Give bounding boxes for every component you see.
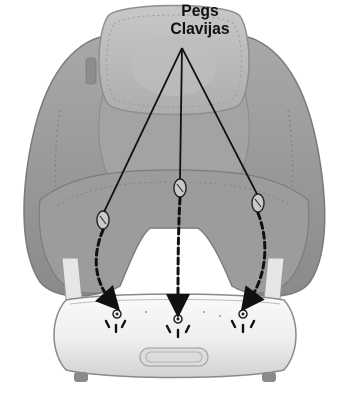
- pegs-callout-label: Pegs Clavijas: [154, 2, 246, 38]
- base-logo: [140, 348, 208, 366]
- label-spanish: Clavijas: [154, 20, 246, 38]
- alignment-hole-icon: [239, 310, 247, 318]
- peg-icon: [174, 179, 186, 197]
- peg-icon: [252, 194, 264, 212]
- alignment-hole-icon: [174, 315, 182, 323]
- alignment-hole-icon: [113, 310, 121, 318]
- label-english: Pegs: [154, 2, 246, 20]
- peg-icon: [97, 211, 109, 229]
